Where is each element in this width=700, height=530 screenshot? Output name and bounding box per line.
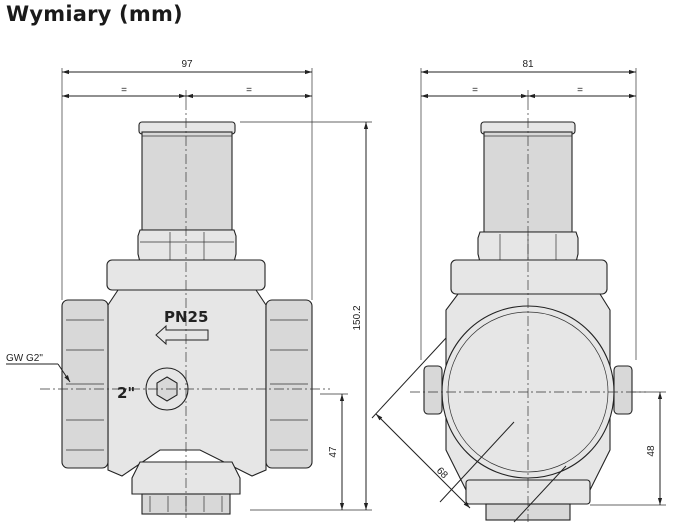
- front-inlet-height-label: 47: [328, 446, 339, 458]
- front-half-left-label: =: [121, 85, 127, 96]
- side-width-label: 81: [522, 59, 534, 70]
- side-half-right-label: =: [577, 85, 583, 96]
- side-diameter-dimension-line: [375, 413, 471, 509]
- front-half-right-label: =: [246, 85, 252, 96]
- flow-arrow-icon: [155, 324, 209, 346]
- thread-label: GW G2": [6, 353, 43, 364]
- port-size-label: 2": [117, 384, 135, 402]
- side-diameter-label: 68: [434, 465, 450, 481]
- pressure-rating-label: PN25: [164, 308, 208, 326]
- side-half-left-label: =: [472, 85, 478, 96]
- page-title: Wymiary (mm): [6, 2, 183, 26]
- side-view: 81 = = 68 48: [371, 59, 666, 523]
- front-width-label: 97: [181, 59, 193, 70]
- front-height-label: 150.2: [352, 305, 363, 330]
- side-inlet-height-label: 48: [646, 445, 657, 457]
- front-view: 97 = = 150.2 47 PN25 2" GW G2": [6, 59, 372, 518]
